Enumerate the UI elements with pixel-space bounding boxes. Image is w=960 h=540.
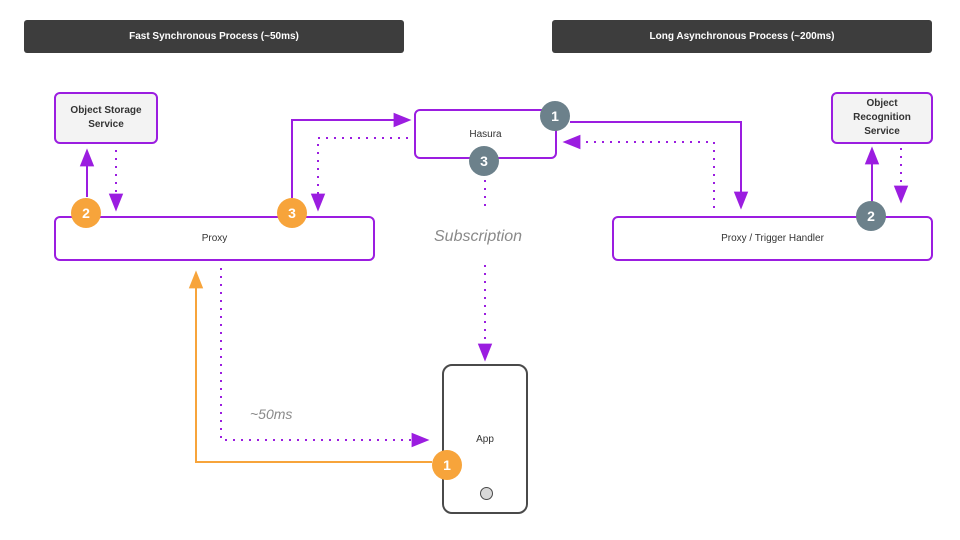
- sync-step-1-badge: 1: [432, 450, 462, 480]
- async-step-2-badge: 2: [856, 201, 886, 231]
- hasura-to-trigger-arrow: [570, 121, 749, 210]
- app-label: App: [476, 434, 494, 445]
- sync-step-3-badge: 3: [277, 198, 307, 228]
- phone-home-button-icon: [480, 487, 493, 500]
- trigger-handler-label: Proxy / Trigger Handler: [721, 233, 824, 244]
- proxy-label: Proxy: [201, 233, 228, 244]
- proxy-to-app-arrow: [220, 268, 430, 448]
- trigger-to-hasura-arrow: [562, 134, 715, 208]
- fast-process-banner: Fast Synchronous Process (~50ms): [24, 20, 404, 53]
- async-step-3-badge: 3: [469, 146, 499, 176]
- object-recognition-service-node: Object Recognition Service: [831, 92, 933, 144]
- proxy-node: Proxy: [54, 216, 375, 261]
- object-recognition-service-label: Object Recognition Service: [853, 98, 911, 137]
- sync-step-2-badge: 2: [71, 198, 101, 228]
- proxy-to-hasura-arrow: [291, 112, 412, 198]
- object-storage-service-node: Object Storage Service: [54, 92, 158, 144]
- hasura-label: Hasura: [469, 128, 502, 140]
- object-storage-service-label: Object Storage Service: [70, 105, 142, 130]
- app-phone-node: App: [442, 364, 528, 514]
- latency-label: ~50ms: [250, 406, 293, 422]
- subscription-label: Subscription: [434, 228, 523, 245]
- trigger-handler-node: Proxy / Trigger Handler: [612, 216, 933, 261]
- app-to-proxy-arrow: [188, 270, 432, 463]
- async-step-1-badge: 1: [540, 101, 570, 131]
- hasura-to-proxy-arrow: [310, 137, 408, 212]
- long-process-banner: Long Asynchronous Process (~200ms): [552, 20, 932, 53]
